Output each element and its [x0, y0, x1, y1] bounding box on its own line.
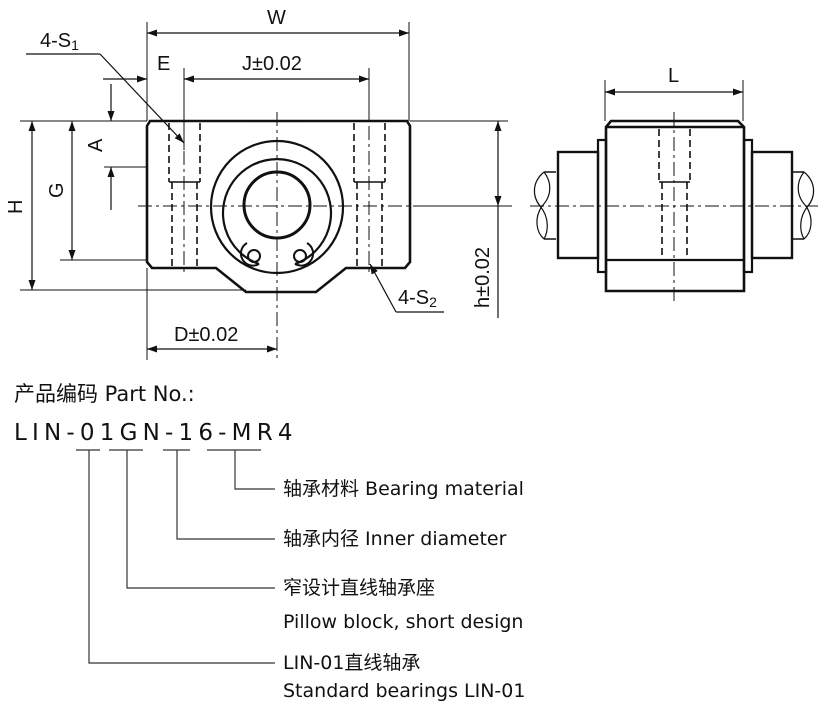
label-4-s1: 4-S1	[40, 30, 79, 53]
label-g: G	[46, 182, 68, 198]
label-e: E	[157, 53, 170, 75]
hidden-hole-right	[353, 123, 386, 268]
legend-series-zh: LIN-01直线轴承	[283, 652, 421, 674]
legend-bearing-material: 轴承材料 Bearing material	[283, 476, 524, 503]
legend-inner-diameter: 轴承内径 Inner diameter	[283, 526, 506, 553]
label-h: H	[5, 200, 27, 214]
leader-material	[234, 450, 275, 490]
label-h-center: h±0.02	[472, 247, 494, 308]
housing-outline	[145, 119, 412, 294]
hidden-hole-left	[168, 123, 201, 268]
ring-hole-left	[247, 249, 261, 263]
label-a: A	[85, 138, 107, 152]
shaft-left	[544, 171, 556, 240]
collar-left	[556, 150, 600, 260]
centerlines	[138, 112, 415, 360]
label-j: J±0.02	[242, 53, 302, 75]
legend-series: LIN-01直线轴承 Standard bearings LIN-01	[283, 650, 525, 705]
label-4-s2: 4-S2	[398, 287, 437, 310]
shaft-right	[792, 171, 804, 240]
side-view	[530, 80, 818, 302]
part-number-leaders	[76, 449, 275, 664]
label-d: D±0.02	[174, 324, 238, 346]
part-number-title: 产品编码 Part No.:	[14, 382, 195, 406]
part-number-code: LIN-01GN-16-MR4	[14, 420, 298, 446]
legend-design-zh: 窄设计直线轴承座	[283, 577, 436, 599]
label-w: W	[267, 7, 286, 29]
legend-inner-diameter-label: 轴承内径 Inner diameter	[283, 528, 507, 550]
leader-design	[126, 450, 275, 589]
leader-diameter	[176, 450, 275, 540]
retaining-ring	[221, 157, 333, 266]
ring-hole-right	[293, 249, 307, 263]
side-hidden-hole	[658, 129, 691, 258]
collar-right	[750, 150, 794, 260]
front-view	[20, 22, 512, 360]
label-l: L	[668, 65, 679, 87]
legend-design: 窄设计直线轴承座 Pillow block, short design	[283, 575, 523, 636]
legend-bearing-material-label: 轴承材料 Bearing material	[283, 478, 524, 500]
legend-design-en: Pillow block, short design	[283, 611, 524, 633]
legend-series-en: Standard bearings LIN-01	[283, 680, 526, 702]
leader-series	[88, 450, 275, 664]
